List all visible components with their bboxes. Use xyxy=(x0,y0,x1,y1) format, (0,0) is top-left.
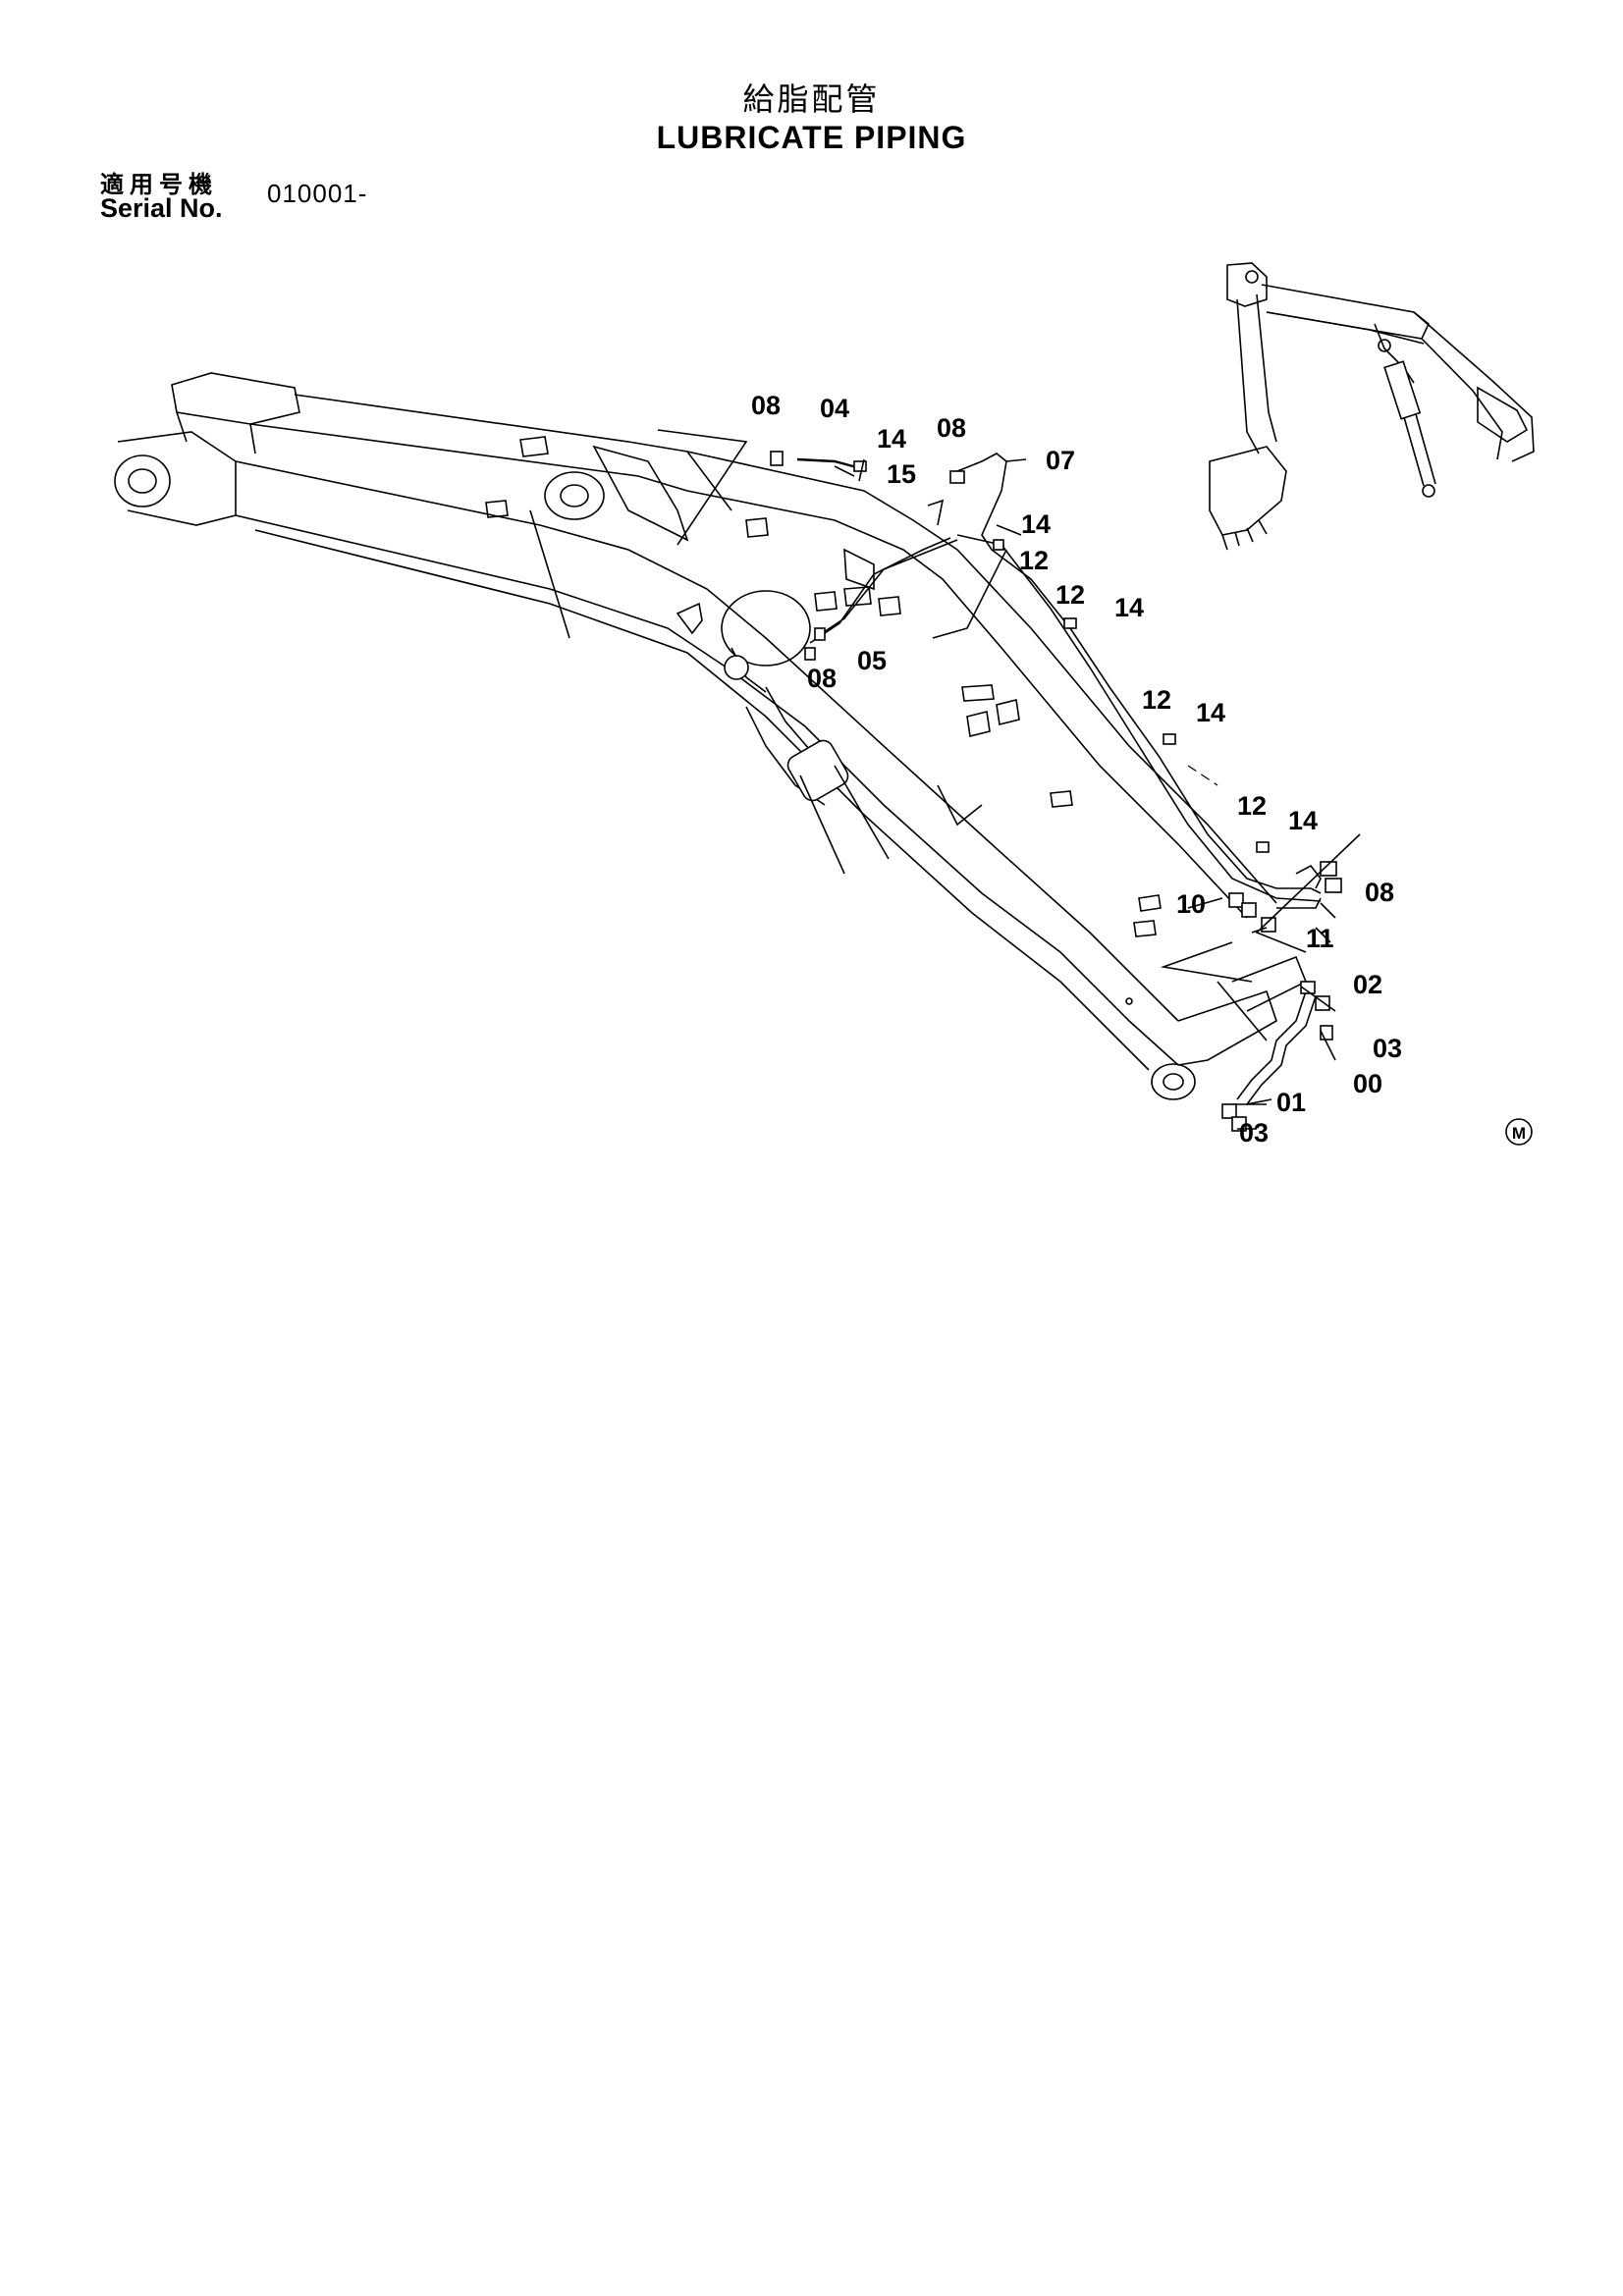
serial-number-value: 010001- xyxy=(267,179,368,208)
callout-11: 11 xyxy=(1306,924,1334,953)
boom-body xyxy=(114,372,1308,1100)
callout-12: 12 xyxy=(1019,546,1049,575)
leader-lines xyxy=(657,429,1361,1130)
callouts: 08 04 14 08 15 07 14 12 12 14 05 08 12 1… xyxy=(751,391,1402,1148)
inset-front-attachment xyxy=(1209,262,1535,551)
callout-14: 14 xyxy=(1114,593,1144,622)
callout-02: 02 xyxy=(1353,970,1382,999)
page-title-japanese: 給脂配管 xyxy=(742,80,881,118)
callout-08: 08 xyxy=(807,664,837,693)
callout-03: 03 xyxy=(1239,1118,1269,1148)
callout-10: 10 xyxy=(1176,889,1206,919)
callout-08: 08 xyxy=(751,391,781,420)
callout-04: 04 xyxy=(820,394,849,423)
callout-00: 00 xyxy=(1353,1069,1382,1098)
callout-12: 12 xyxy=(1055,580,1085,610)
m-mark: M xyxy=(1505,1118,1533,1146)
serial-label: Serial No. xyxy=(100,193,223,223)
serial-label-japanese: 適用号機 xyxy=(100,171,218,198)
callout-15: 15 xyxy=(887,459,916,489)
callout-01: 01 xyxy=(1276,1088,1306,1117)
callout-12: 12 xyxy=(1142,685,1171,715)
callout-05: 05 xyxy=(857,646,887,675)
callout-14: 14 xyxy=(877,424,906,454)
callout-12: 12 xyxy=(1237,791,1267,821)
callout-08: 08 xyxy=(1365,878,1394,907)
page-title: LUBRICATE PIPING xyxy=(656,120,967,155)
callout-14: 14 xyxy=(1021,509,1051,539)
lube-pipes xyxy=(770,451,1342,1132)
callout-03: 03 xyxy=(1373,1034,1402,1063)
callout-14: 14 xyxy=(1196,698,1225,727)
callout-14: 14 xyxy=(1288,806,1318,835)
callout-08: 08 xyxy=(937,413,966,443)
m-mark-label: M xyxy=(1512,1124,1526,1143)
callout-07: 07 xyxy=(1046,446,1075,475)
